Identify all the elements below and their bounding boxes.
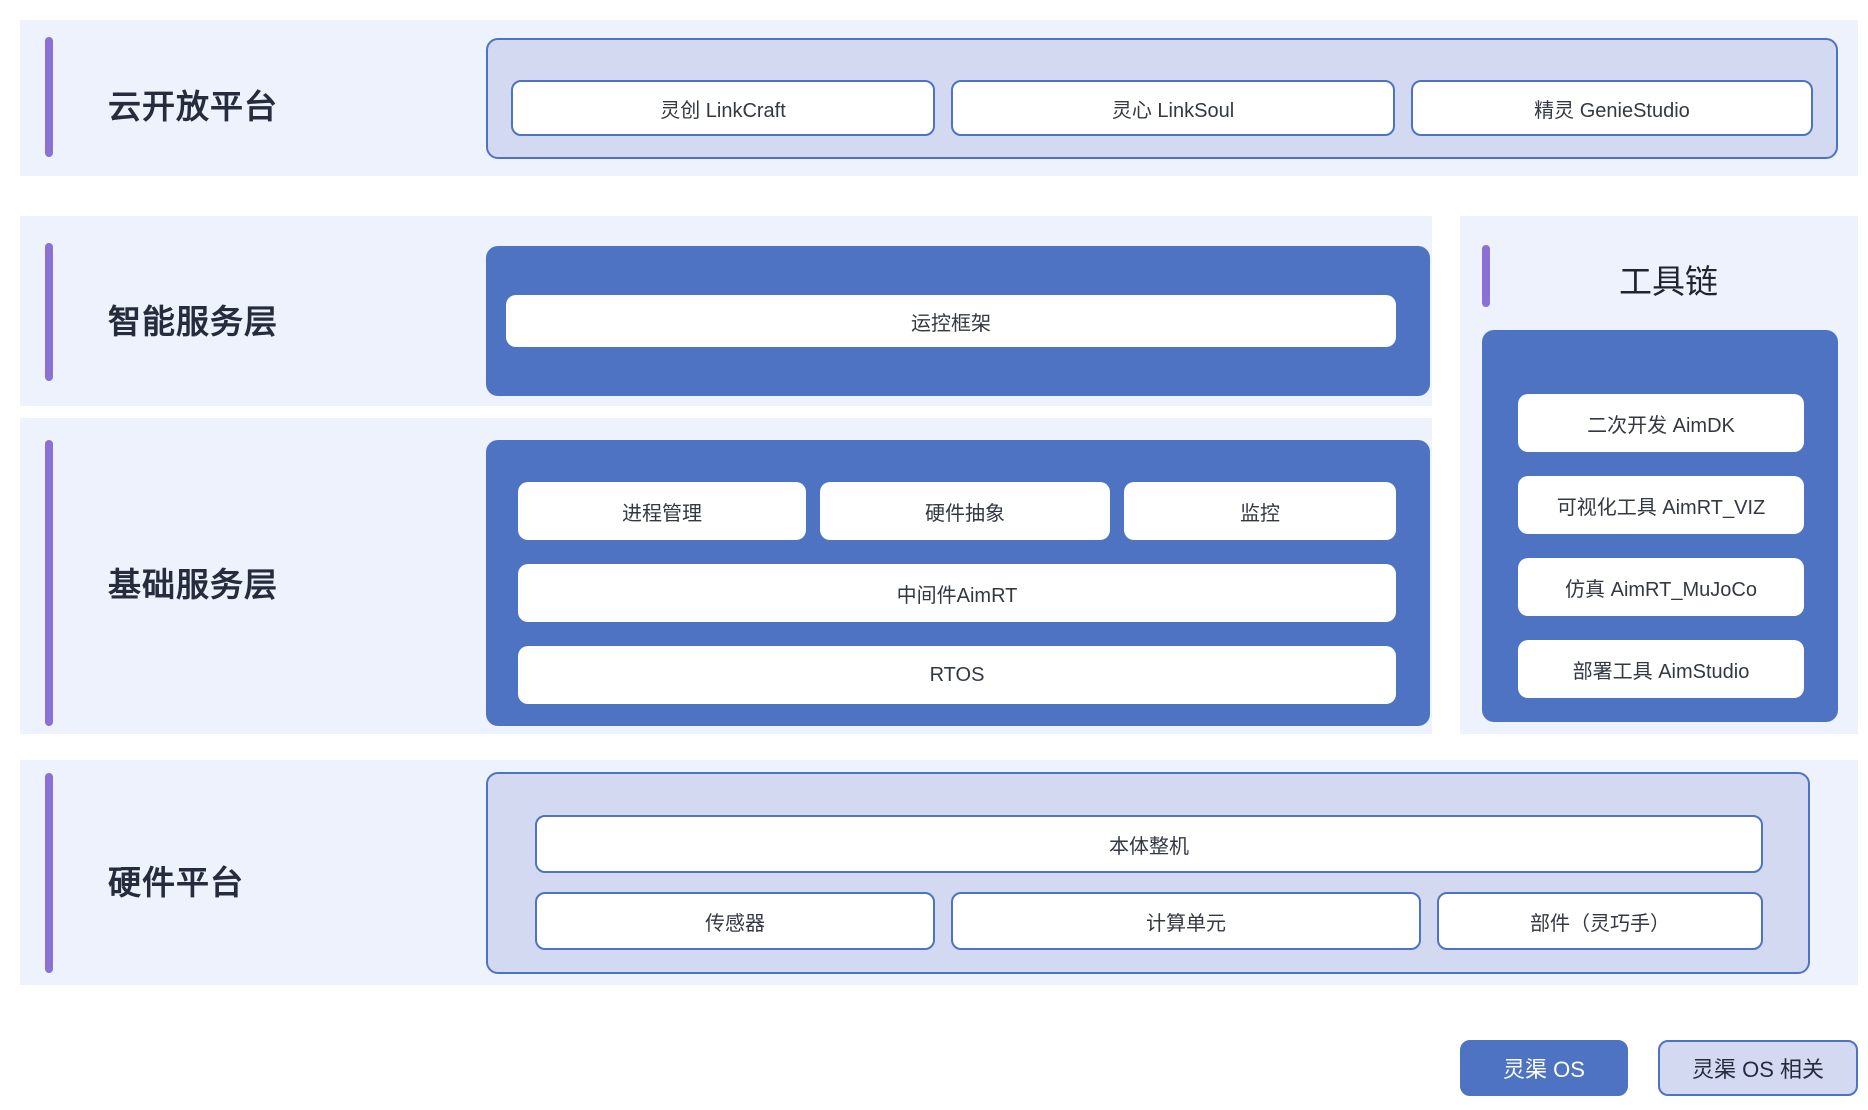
item-compute-unit[interactable]: 计算单元 <box>951 892 1421 950</box>
item-rtos[interactable]: RTOS <box>518 646 1396 704</box>
layer-title-cloud-open-platform: 云开放平台 <box>108 88 278 125</box>
item-motion-control-framework[interactable]: 运控框架 <box>506 295 1396 347</box>
item-monitoring[interactable]: 监控 <box>1124 482 1396 540</box>
layer-title-hardware-platform: 硬件平台 <box>108 864 244 901</box>
item-aimdk[interactable]: 二次开发 AimDK <box>1518 394 1804 452</box>
layer-title-basic-service-layer: 基础服务层 <box>108 566 278 603</box>
item-sensor[interactable]: 传感器 <box>535 892 935 950</box>
accent-bar-cloud-open-platform <box>45 37 53 157</box>
item-main-body[interactable]: 本体整机 <box>535 815 1763 873</box>
legend-chip-lingqu-os-related[interactable]: 灵渠 OS 相关 <box>1658 1040 1858 1096</box>
item-linksoul[interactable]: 灵心 LinkSoul <box>951 80 1395 136</box>
item-hardware-abstraction[interactable]: 硬件抽象 <box>820 482 1110 540</box>
item-component-dexterous-hand[interactable]: 部件（灵巧手） <box>1437 892 1763 950</box>
accent-bar-basic-service-layer <box>45 440 53 726</box>
layer-title-intelligent-service-layer: 智能服务层 <box>108 303 278 340</box>
accent-bar-toolchain <box>1482 245 1490 307</box>
item-process-management[interactable]: 进程管理 <box>518 482 806 540</box>
accent-bar-hardware-platform <box>45 773 53 973</box>
item-aimrt-mujoco[interactable]: 仿真 AimRT_MuJoCo <box>1518 558 1804 616</box>
accent-bar-intelligent-service-layer <box>45 243 53 381</box>
toolchain-title: 工具链 <box>1619 263 1718 300</box>
item-geniestudio[interactable]: 精灵 GenieStudio <box>1411 80 1813 136</box>
item-aimrt-viz[interactable]: 可视化工具 AimRT_VIZ <box>1518 476 1804 534</box>
item-linkcraft[interactable]: 灵创 LinkCraft <box>511 80 935 136</box>
item-middleware-aimrt[interactable]: 中间件AimRT <box>518 564 1396 622</box>
item-aimstudio[interactable]: 部署工具 AimStudio <box>1518 640 1804 698</box>
legend-chip-lingqu-os[interactable]: 灵渠 OS <box>1460 1040 1628 1096</box>
